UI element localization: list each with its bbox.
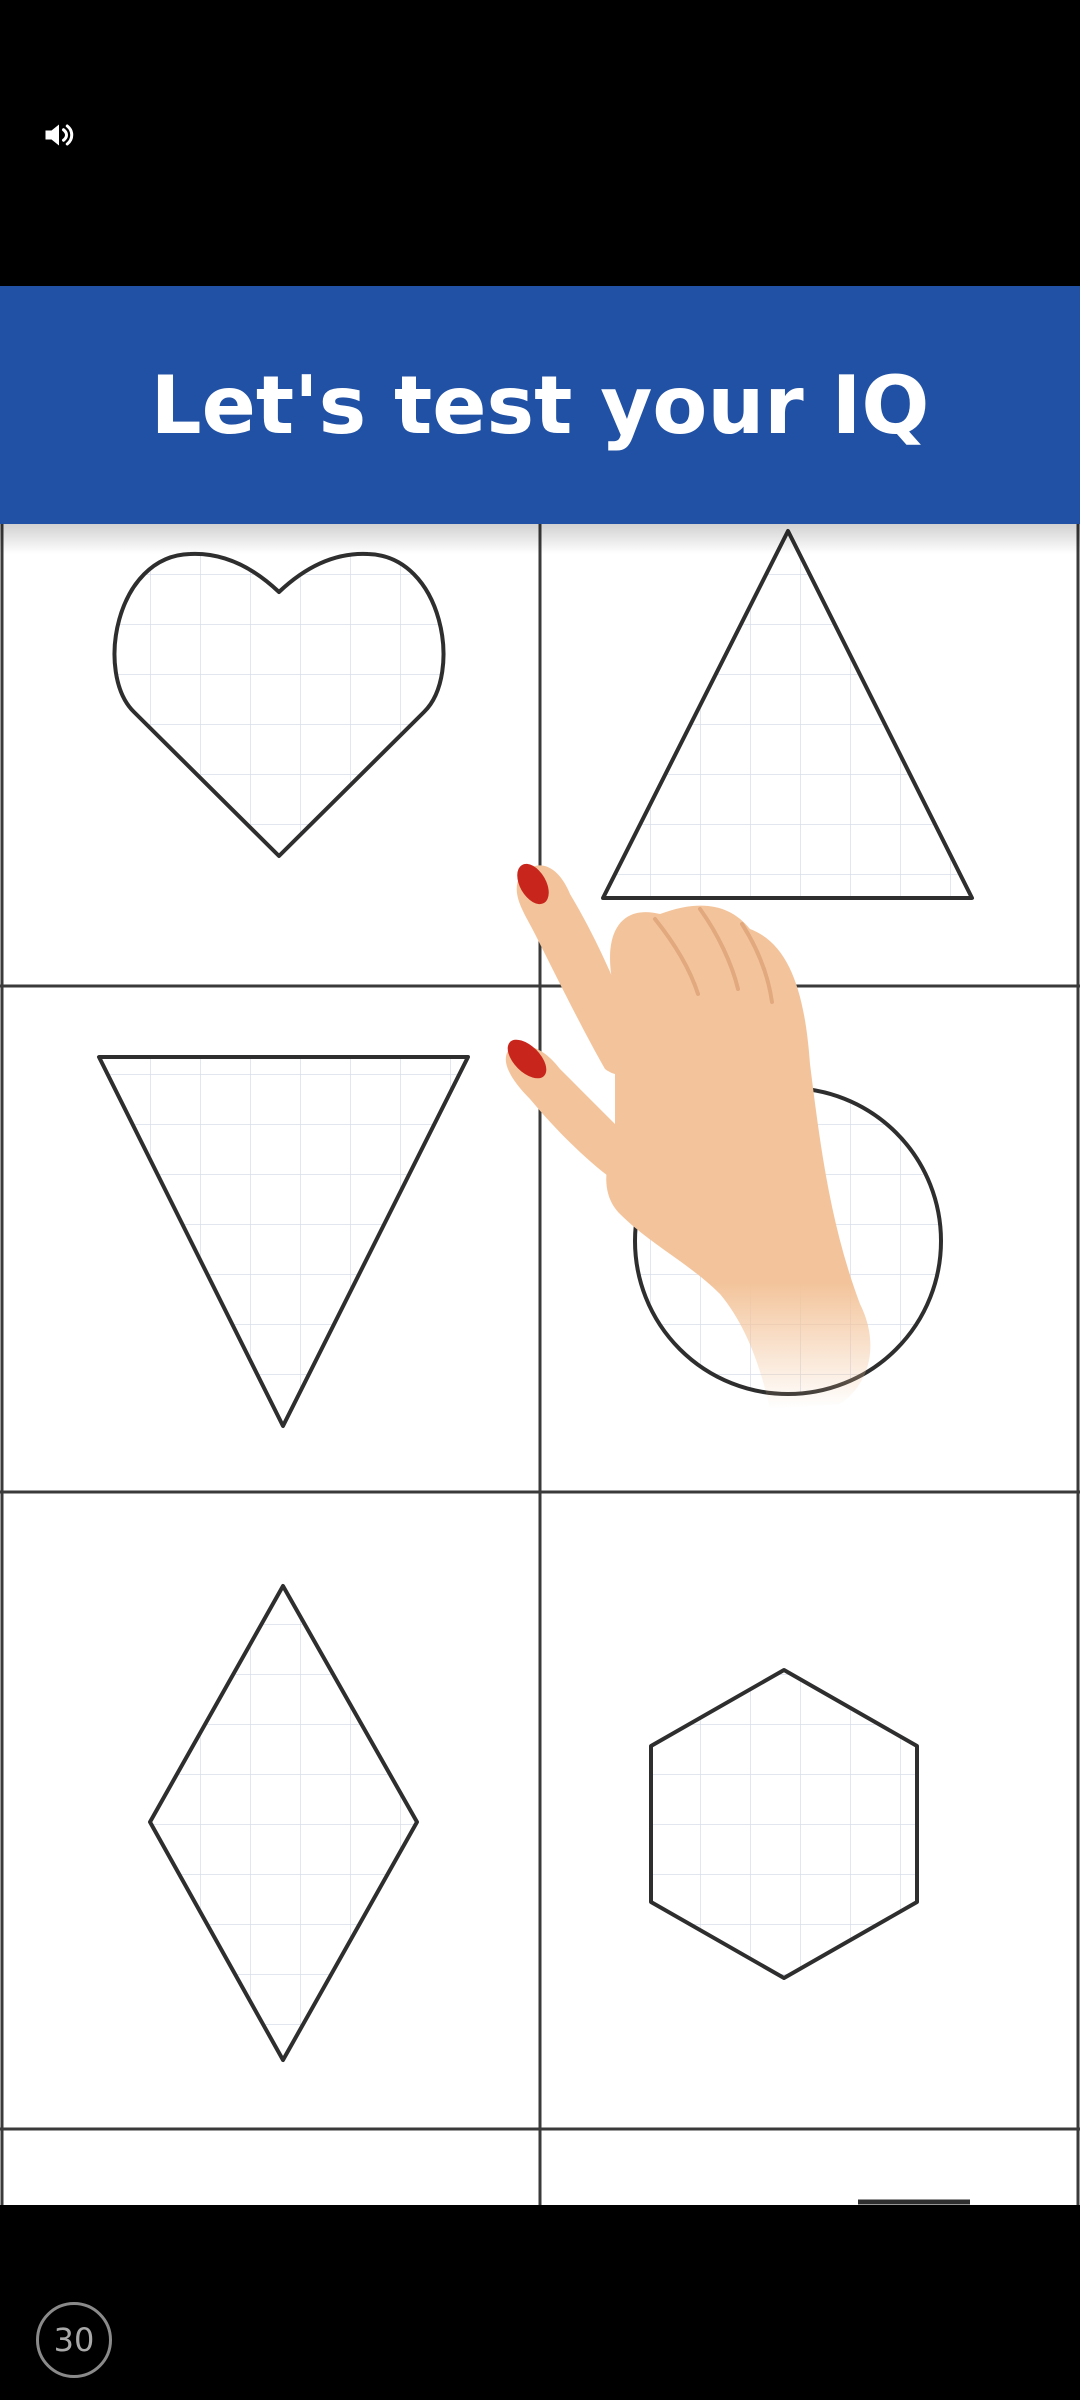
circle-shape[interactable] [633, 1086, 943, 1396]
volume-icon [45, 124, 74, 146]
header-banner: Let's test your IQ [0, 286, 1080, 524]
triangle-shape[interactable] [601, 529, 974, 900]
heart-shape-cell[interactable] [0, 524, 540, 986]
inverted-triangle-shape[interactable] [97, 1055, 470, 1428]
volume-button[interactable] [36, 112, 82, 158]
inverted-triangle-shape-cell[interactable] [0, 986, 540, 1492]
heart-shape[interactable] [112, 551, 446, 858]
timer-value: 30 [53, 2321, 95, 2359]
shape-grid-canvas [0, 524, 1080, 2205]
shape-grid [0, 524, 1080, 2205]
bottom-bar [0, 2205, 1080, 2400]
triangle-shape-cell[interactable] [540, 524, 1080, 986]
header-shadow [0, 524, 1080, 554]
diamond-shape[interactable] [148, 1584, 419, 2062]
status-area [0, 0, 1080, 286]
hexagon-shape[interactable] [649, 1668, 919, 1980]
timer-badge: 30 [36, 2302, 112, 2378]
diamond-shape-cell[interactable] [0, 1492, 540, 2129]
circle-shape-cell[interactable] [540, 986, 1080, 1492]
hexagon-shape-cell[interactable] [540, 1492, 1080, 2129]
page-title: Let's test your IQ [150, 358, 930, 452]
